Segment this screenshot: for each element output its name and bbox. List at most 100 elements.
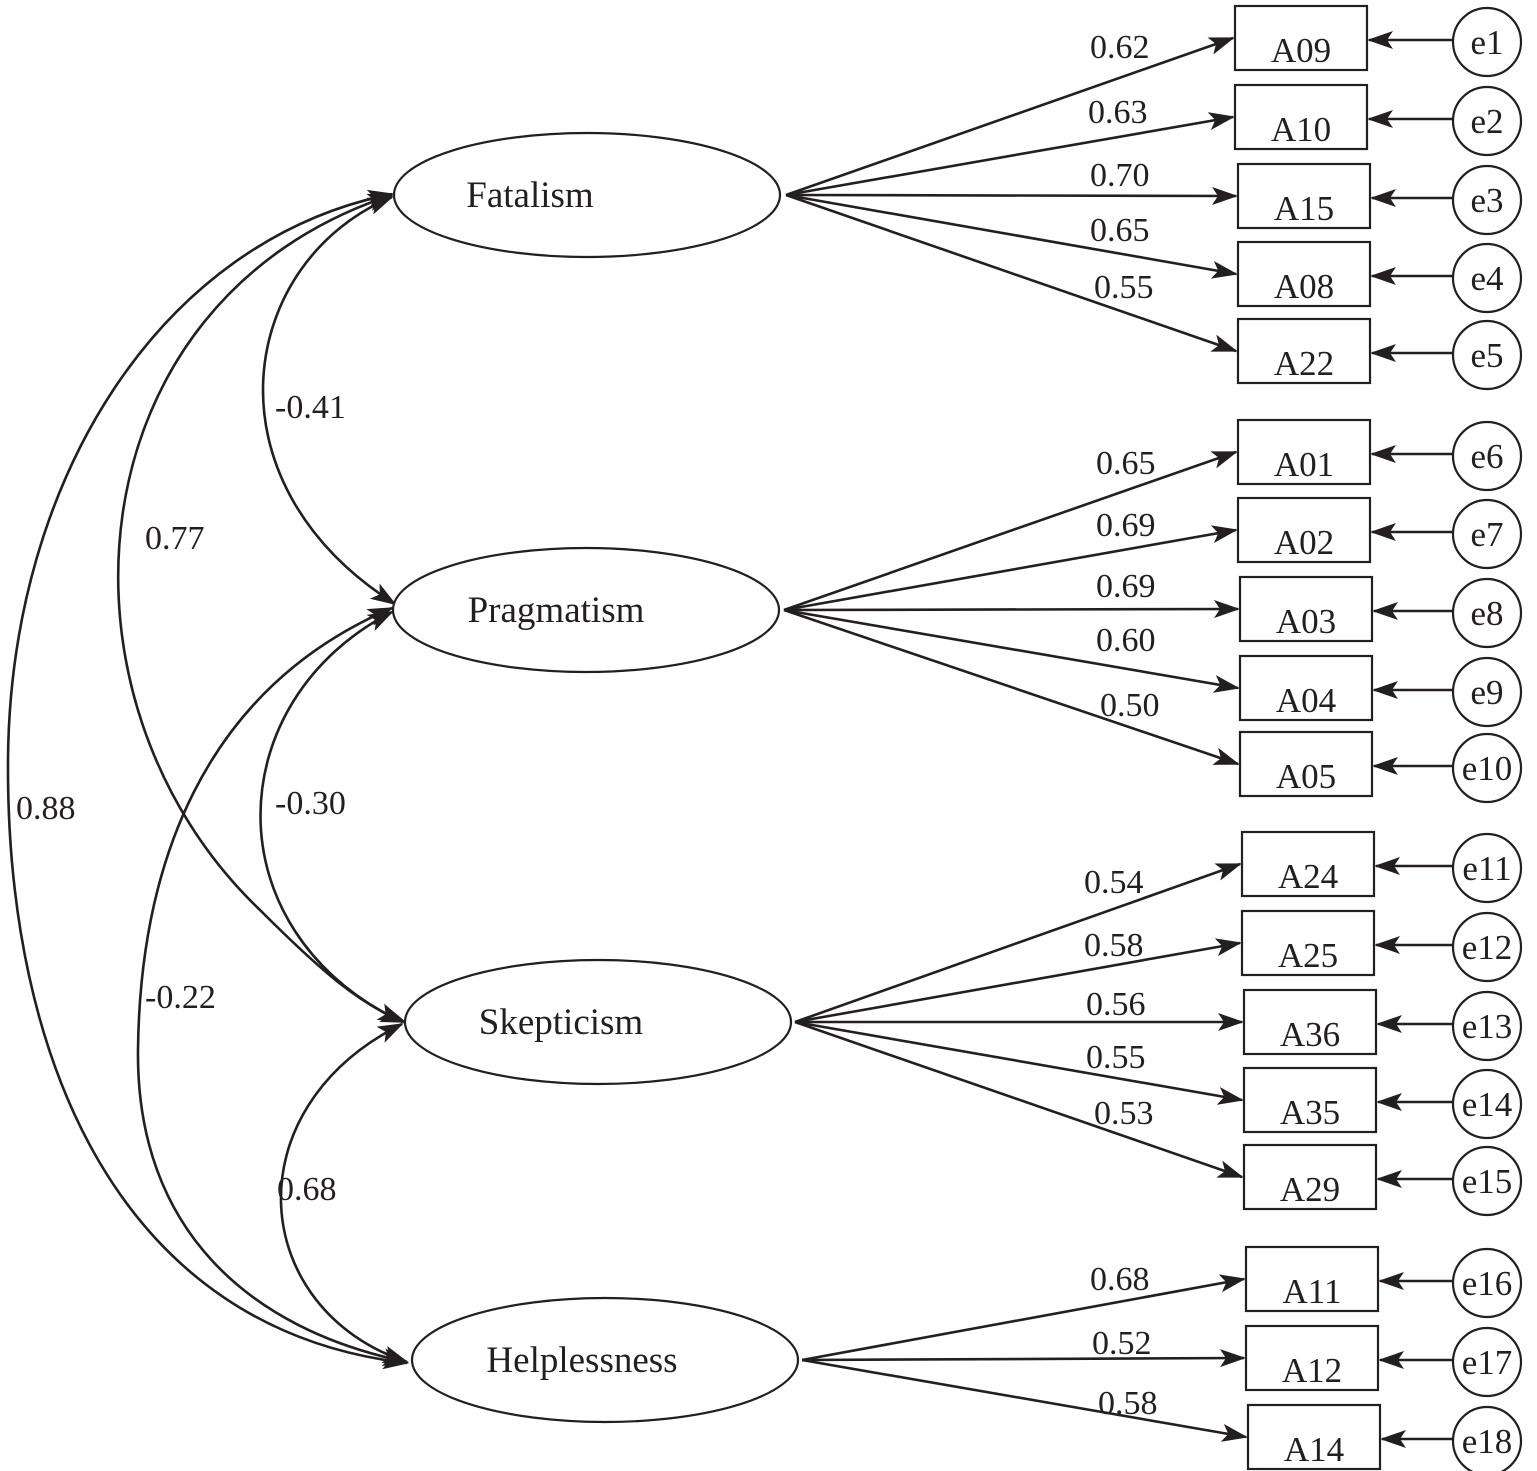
item-box-a12 [1244, 1324, 1380, 1392]
loading-path-a14 [801, 1358, 1248, 1442]
item-label: A29 [1280, 1170, 1340, 1209]
error-label: e15 [1462, 1162, 1513, 1201]
item-box-a25 [1240, 909, 1376, 977]
error-label: e16 [1462, 1264, 1513, 1303]
loading-value: 0.69 [1096, 507, 1156, 544]
loading-value: 0.55 [1094, 269, 1154, 306]
item-box-a02 [1236, 496, 1372, 564]
error-circle-e5 [1451, 319, 1523, 391]
item-box-a14 [1246, 1403, 1382, 1471]
correlation-arc-pragmatism-helplessness [136, 606, 409, 1367]
error-circle-e3 [1451, 164, 1523, 236]
loading-value: 0.56 [1086, 986, 1146, 1023]
loading-path-a11 [801, 1274, 1246, 1362]
item-label: A10 [1271, 110, 1331, 149]
item-label: A11 [1283, 1272, 1342, 1311]
error-label: e2 [1470, 102, 1503, 141]
error-circle-e13 [1451, 990, 1523, 1062]
factor-ellipse-skepticism [403, 958, 793, 1086]
loading-value: 0.55 [1086, 1039, 1146, 1076]
error-label: e8 [1470, 594, 1503, 633]
item-box-a03 [1238, 575, 1374, 643]
node-layer [391, 4, 1523, 1471]
error-label: e14 [1462, 1085, 1513, 1124]
loading-value: 0.63 [1088, 94, 1148, 131]
item-label: A02 [1274, 523, 1334, 562]
loading-path-a35 [794, 1020, 1244, 1105]
loading-value: 0.60 [1096, 622, 1156, 659]
error-label: e12 [1462, 928, 1513, 967]
error-circle-e15 [1451, 1145, 1523, 1217]
loading-path-a01 [783, 450, 1238, 612]
correlation-value: -0.22 [145, 979, 216, 1016]
item-box-a24 [1240, 830, 1376, 898]
item-box-a01 [1236, 418, 1372, 486]
error-circle-e18 [1451, 1405, 1523, 1471]
item-box-a08 [1236, 240, 1372, 308]
loading-value: 0.69 [1096, 568, 1156, 605]
error-circle-e14 [1451, 1068, 1523, 1140]
correlation-arc-fatalism-helplessness [6, 189, 409, 1370]
loading-value: 0.65 [1096, 445, 1156, 482]
correlation-value: 0.77 [145, 520, 205, 557]
error-label: e17 [1462, 1343, 1513, 1382]
item-box-a09 [1233, 4, 1369, 72]
error-circle-e2 [1451, 85, 1523, 157]
loading-path-a10 [785, 112, 1235, 197]
loading-value: 0.53 [1094, 1095, 1154, 1132]
item-label: A22 [1274, 344, 1334, 383]
loading-path-a05 [783, 608, 1240, 766]
error-circle-e12 [1451, 911, 1523, 983]
error-circle-e4 [1451, 242, 1523, 314]
loading-value: 0.70 [1090, 157, 1150, 194]
loading-path-a12 [801, 1349, 1246, 1368]
correlation-value: 0.88 [16, 790, 76, 827]
item-box-a10 [1233, 83, 1369, 151]
loading-value: 0.52 [1092, 1325, 1152, 1362]
item-label: A01 [1274, 445, 1334, 484]
loading-value: 0.58 [1098, 1385, 1158, 1422]
item-label: A09 [1271, 31, 1331, 70]
loading-path-a04 [783, 608, 1240, 693]
loading-path-a25 [794, 938, 1242, 1024]
loading-value: 0.50 [1100, 687, 1160, 724]
correlation-value: -0.41 [275, 389, 346, 426]
error-circle-e16 [1451, 1247, 1523, 1319]
item-box-a04 [1238, 654, 1374, 722]
item-label: A25 [1278, 936, 1338, 975]
error-label: e6 [1470, 437, 1503, 476]
factor-label-fatalism: Fatalism [466, 175, 594, 216]
loading-path-a02 [783, 525, 1238, 612]
factor-ellipse-pragmatism [391, 546, 781, 674]
item-box-a35 [1242, 1066, 1378, 1134]
error-circle-e9 [1451, 656, 1523, 728]
item-box-a29 [1242, 1143, 1378, 1211]
error-circle-e8 [1451, 577, 1523, 649]
item-box-a15 [1236, 162, 1372, 230]
loading-path-a24 [794, 862, 1242, 1024]
item-label: A03 [1276, 602, 1336, 641]
loading-value: 0.58 [1084, 927, 1144, 964]
error-label: e9 [1470, 673, 1503, 712]
error-label: e7 [1470, 515, 1503, 554]
loading-path-a29 [794, 1020, 1244, 1179]
error-circle-e11 [1451, 832, 1523, 904]
correlation-arc-fatalism-skepticism [116, 193, 407, 1024]
item-label: A36 [1280, 1015, 1340, 1054]
correlation-arc-pragmatism-skepticism [259, 610, 404, 1024]
item-box-a05 [1238, 730, 1374, 798]
item-label: A24 [1278, 857, 1338, 896]
factor-label-helplessness: Helplessness [486, 1340, 677, 1381]
loading-path-a09 [785, 36, 1235, 197]
error-label: e3 [1470, 181, 1503, 220]
error-circle-e6 [1451, 420, 1523, 492]
item-label: A08 [1274, 267, 1334, 306]
item-label: A35 [1280, 1093, 1340, 1132]
correlation-arc-fatalism-pragmatism [261, 195, 397, 606]
loading-value: 0.62 [1090, 29, 1150, 66]
error-circle-e7 [1451, 498, 1523, 570]
item-label: A15 [1274, 189, 1334, 228]
item-box-a36 [1242, 988, 1378, 1056]
